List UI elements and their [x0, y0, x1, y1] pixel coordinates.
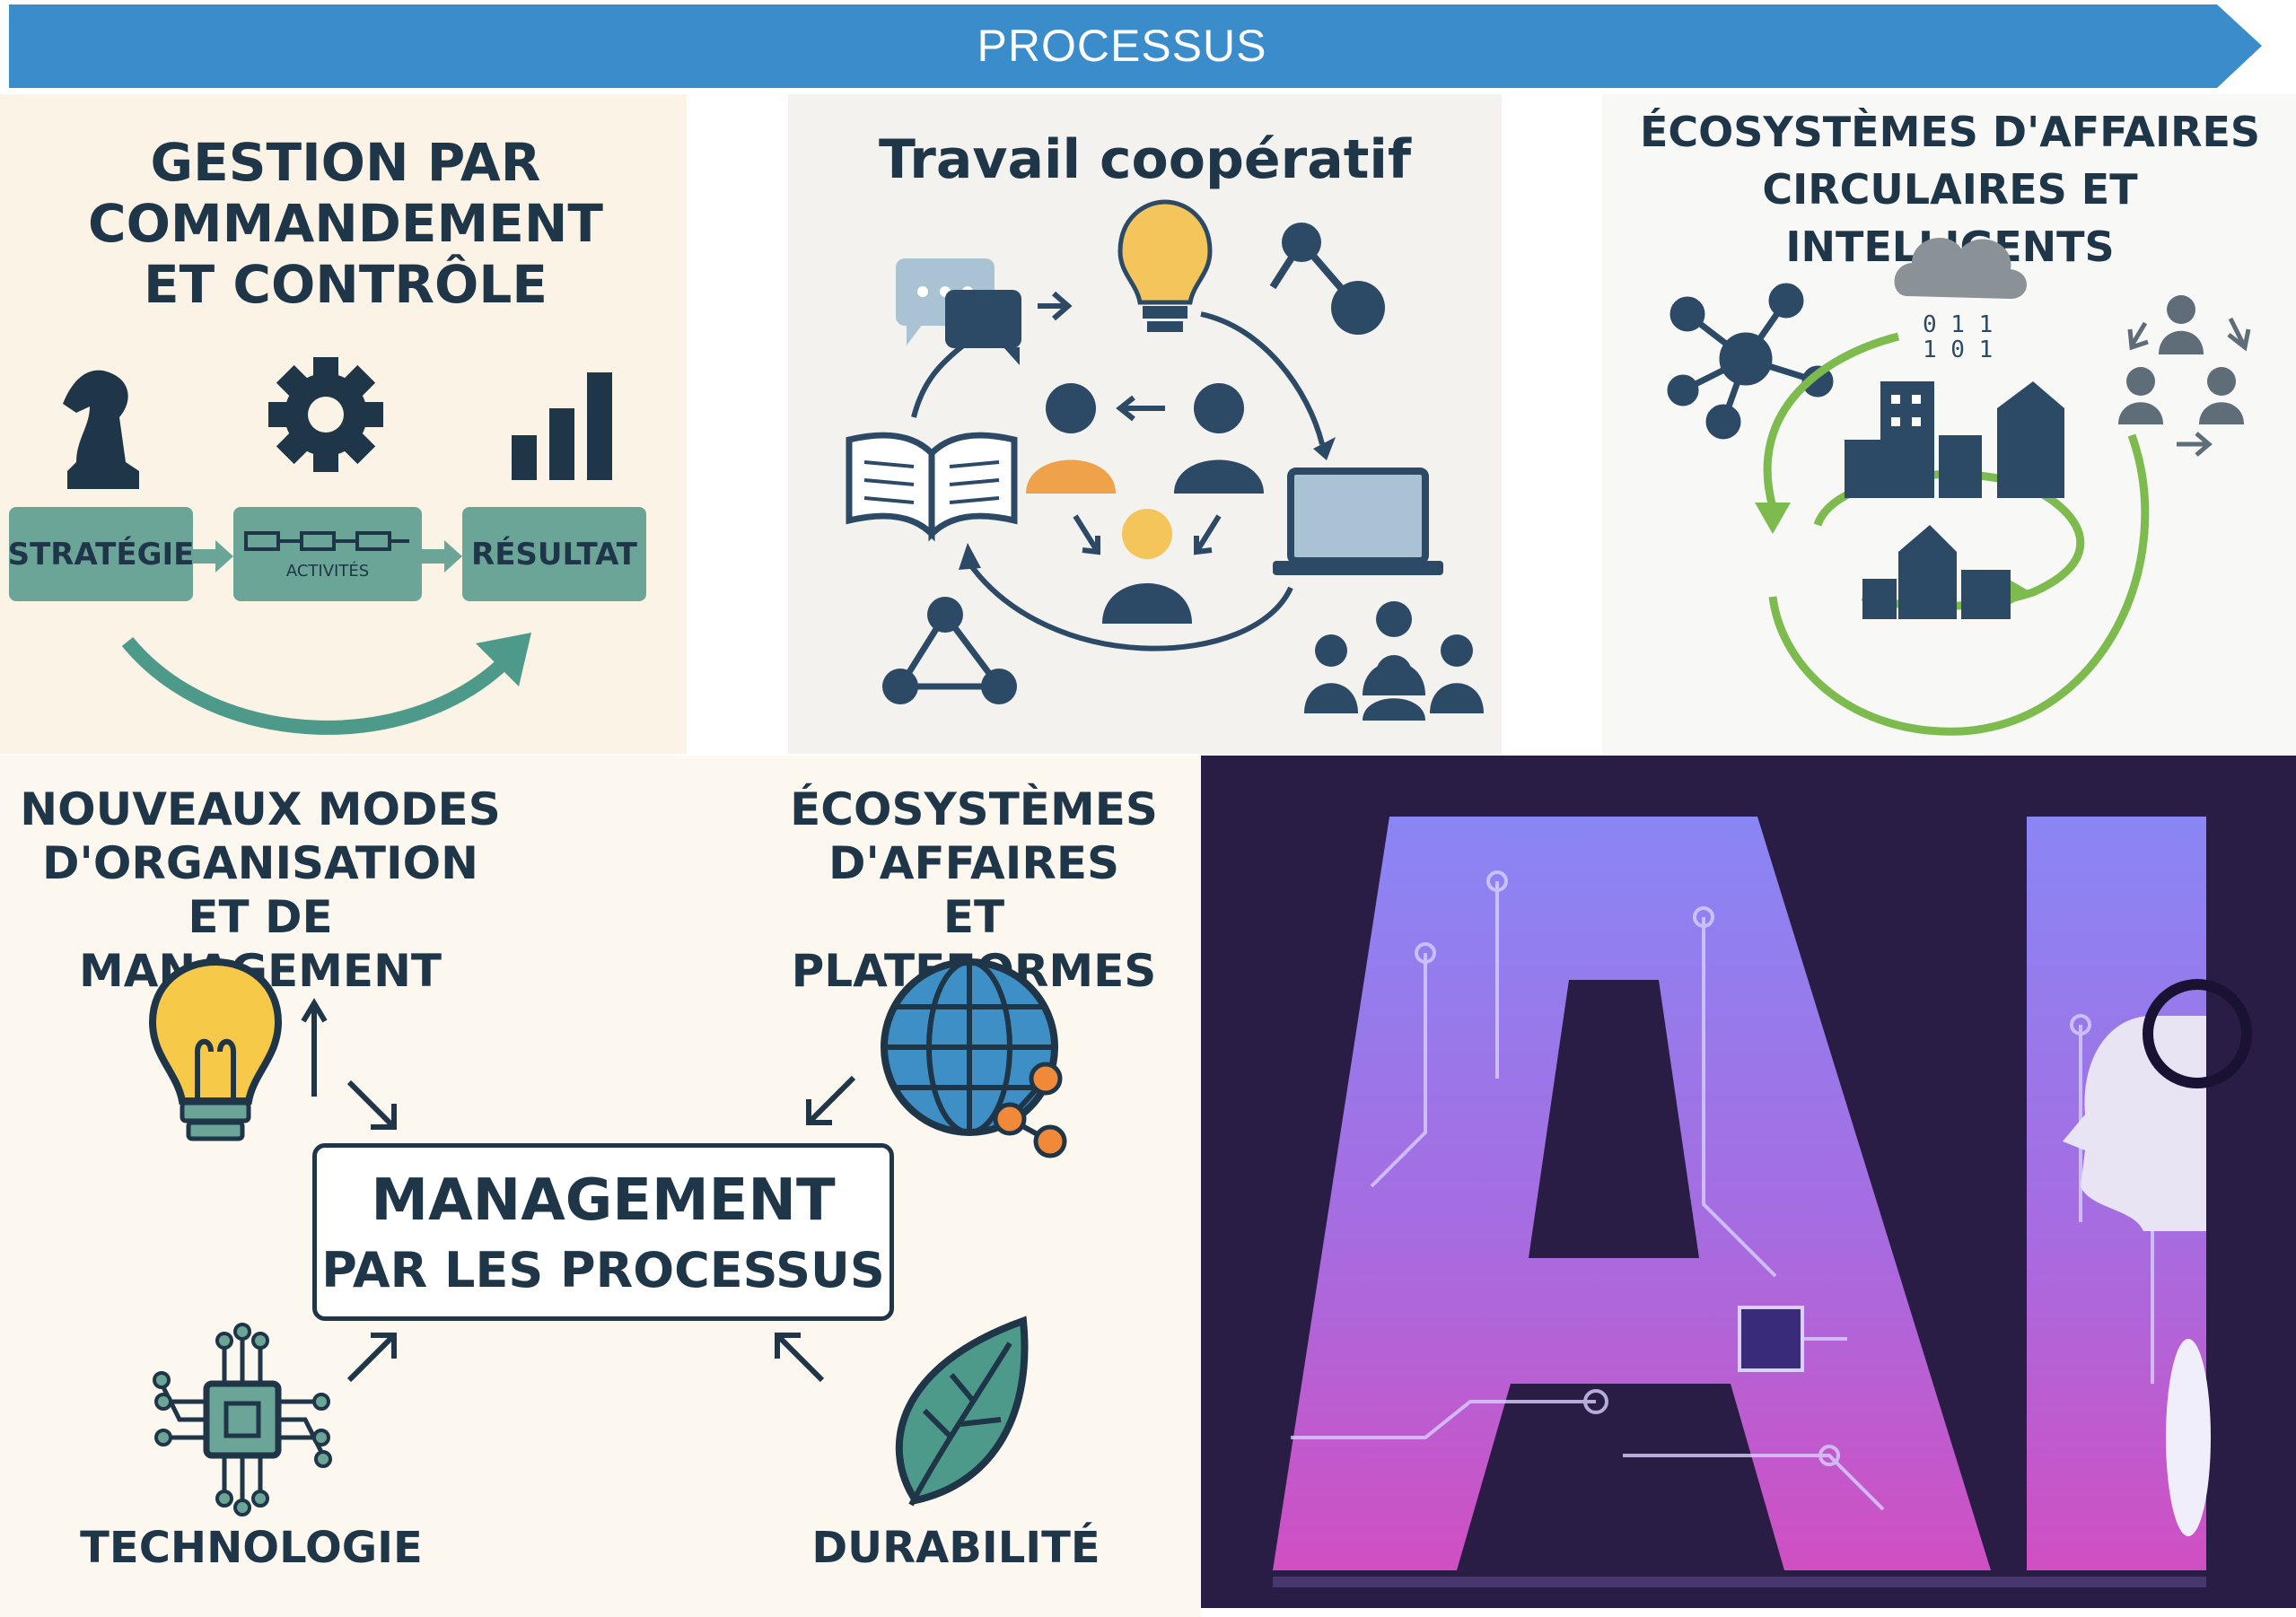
- eco-diagram: 0 1 1 1 0 1: [1667, 238, 2251, 736]
- globe-network-icon: [881, 958, 1067, 1158]
- ai-letters: [1273, 817, 2252, 1587]
- management-subtitle: PAR LES PROCESSUS: [321, 1242, 885, 1298]
- hub-network-icon: [1667, 283, 1834, 440]
- robot-head-icon: [2063, 979, 2252, 1536]
- cycle-arrow-left: [911, 343, 965, 418]
- panel-ai: [1201, 756, 2296, 1608]
- arrow-down-right-icon: [346, 1079, 397, 1130]
- management-title: MANAGEMENT: [371, 1167, 836, 1234]
- step-arrow-1: [193, 540, 233, 573]
- lightbulb-icon: [1117, 199, 1213, 332]
- activities-chain-icon: [244, 531, 409, 551]
- step-strategie: STRATÉGIE: [8, 507, 194, 601]
- bar-chart-icon: [512, 372, 612, 480]
- circuit-pattern-icon: [1291, 870, 2154, 1511]
- lightbulb-icon: [148, 957, 283, 1141]
- open-book-icon: [846, 432, 1018, 542]
- chip-square: [1738, 1306, 1804, 1372]
- panel-process-management: NOUVEAUX MODES D'ORGANISATION ET DE MANA…: [0, 756, 1201, 1617]
- step-activites-label: ACTIVITÉS: [285, 562, 370, 581]
- ai-reflection: [1273, 1577, 2206, 1587]
- laptop-icon: [1273, 468, 1443, 575]
- small-arrow-1: [1038, 291, 1073, 321]
- panel-circular-ecosystems: ÉCOSYSTÈMES D'AFFAIRES CIRCULAIRES ET IN…: [1602, 94, 2296, 754]
- step-arrow-2: [422, 540, 462, 573]
- step-resultat: RÉSULTAT: [462, 507, 646, 601]
- city-buildings-icon: [1845, 381, 2064, 619]
- chess-knight-icon: [63, 370, 139, 489]
- letter-a-hole: [1529, 980, 1699, 1258]
- label-new-modes: NOUVEAUX MODES D'ORGANISATION ET DE MANA…: [20, 783, 501, 997]
- panel-cooperative-work: Travail coopératif: [788, 94, 1502, 754]
- arrow-up-right-icon: [346, 1333, 397, 1383]
- panel-command-title: GESTION PAR COMMANDEMENT ET CONTRÔLE: [88, 132, 603, 315]
- arrow-up-icon: [301, 998, 328, 1097]
- chip-icon: [153, 1323, 332, 1516]
- curved-arrow-icon: [121, 633, 531, 735]
- gear-icon: [268, 357, 383, 472]
- arrow-down-left-icon: [806, 1075, 856, 1125]
- label-technology: TECHNOLOGIE: [80, 1523, 423, 1573]
- people-circle-icon: [1026, 383, 1264, 624]
- processus-banner-arrow: [9, 4, 2262, 88]
- step-activites: ACTIVITÉS: [233, 507, 422, 601]
- panel-command-control: GESTION PAR COMMANDEMENT ET CONTRÔLE STR…: [0, 94, 687, 754]
- leaf-icon: [895, 1315, 1029, 1507]
- people-cycle-icon: [2118, 295, 2251, 457]
- banner-label: PROCESSUS: [977, 21, 1267, 71]
- triangle-network-icon: [882, 597, 1017, 704]
- svg-text:1 0 1: 1 0 1: [1923, 337, 1993, 363]
- svg-text:0 1 1: 0 1 1: [1923, 311, 1993, 338]
- chat-bubbles-icon: [896, 258, 1021, 365]
- team-icon: [1304, 601, 1484, 721]
- management-center-box: MANAGEMENT PAR LES PROCESSUS: [312, 1143, 894, 1321]
- network-node-icon: [1269, 223, 1385, 335]
- arrow-up-left-icon: [775, 1333, 825, 1383]
- cycle-arrow-bottom: [965, 559, 1293, 651]
- cooperative-diagram: [846, 199, 1484, 721]
- cycle-arrow-top: [1200, 311, 1325, 445]
- green-cycle-arrows-icon: [1763, 332, 2150, 736]
- data-cloud-icon: 0 1 1 1 0 1: [1894, 238, 2028, 363]
- panel-coop-title: Travail coopératif: [878, 128, 1412, 191]
- label-sustainability: DURABILITÉ: [811, 1523, 1100, 1573]
